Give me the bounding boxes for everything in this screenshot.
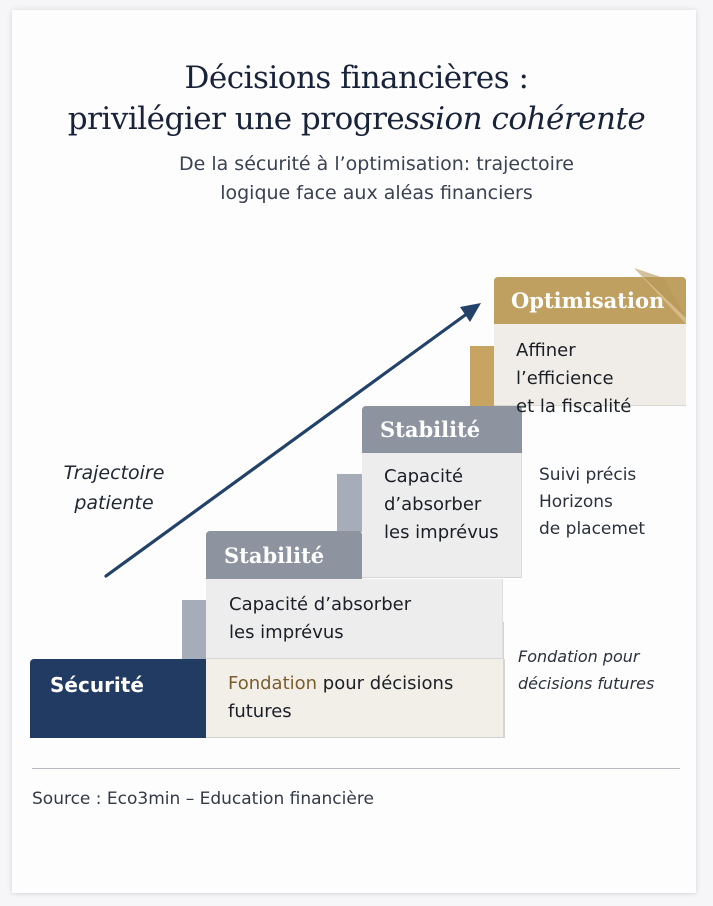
- step-2-title: Stabilité: [224, 542, 325, 568]
- step-3-header: Stabilité: [362, 406, 522, 453]
- step-4-description: Affiner l’efficience et la fiscalité: [494, 324, 686, 417]
- subtitle-line-2: logique face aux aléas financiers: [220, 182, 533, 204]
- step-4-riser: [470, 346, 494, 406]
- footer-divider: [32, 768, 680, 769]
- step-4-description-line-1: Affiner l’efficience: [516, 340, 614, 389]
- step-1-side-divider: [503, 622, 504, 738]
- step-1-accent-word: Fondation: [228, 673, 318, 694]
- title-italic-part: ssion cohérente: [404, 101, 646, 137]
- step-2-description-line-2: les imprévus: [229, 622, 344, 643]
- step-1-side-note: Fondation pour décisions futures: [518, 643, 654, 697]
- step-4-description-line-2: et la fiscalité: [516, 396, 632, 417]
- trajectory-label-line-1: Trajectoire: [63, 462, 165, 484]
- step-3-side-note-line-2: Horizons: [539, 492, 613, 512]
- step-3-side-note: Suivi précis Horizons de placemet: [539, 462, 645, 543]
- step-1-side-note-line-2: décisions futures: [518, 674, 655, 693]
- step-1-header: Sécurité: [30, 659, 206, 738]
- step-2-description-line-1: Capacité d’absorber: [229, 594, 412, 615]
- step-2-header: Stabilité: [206, 531, 362, 579]
- trajectory-label-line-2: patiente: [74, 492, 154, 514]
- trajectory-label: Trajectoire patiente: [44, 458, 184, 518]
- page-title-line-1: Décisions financières :: [184, 60, 530, 96]
- page-title-line-2: privilégier une progression cohérente: [0, 101, 713, 137]
- step-1-description-line-2: futures: [228, 701, 292, 722]
- subtitle-line-1: De la sécurité à l’optimisation: traject…: [178, 153, 574, 175]
- source-credit: Source : Eco3min – Education financière: [32, 789, 374, 809]
- step-1-description: Fondation pour décisions futures: [206, 659, 505, 738]
- step-3-side-note-line-3: de placemet: [539, 519, 646, 539]
- step-1-description-rest: pour décisions: [317, 673, 454, 694]
- step-3-description-line-3: les imprévus: [384, 522, 499, 543]
- step-4-header: Optimisation: [494, 277, 686, 324]
- step-2-description: Capacité d’absorber les imprévus: [206, 579, 503, 659]
- step-2-riser: [182, 600, 206, 660]
- step-3-description-line-2: d’absorber: [384, 494, 482, 515]
- step-3-description: Capacité d’absorber les imprévus: [362, 453, 522, 578]
- step-3-riser: [337, 474, 362, 532]
- step-4-title: Optimisation: [511, 288, 665, 313]
- step-1-title: Sécurité: [50, 672, 144, 697]
- step-3-title: Stabilité: [380, 417, 481, 442]
- step-3-side-note-line-1: Suivi précis: [539, 465, 637, 485]
- step-1-side-note-line-1: Fondation pour: [518, 647, 640, 666]
- step-3-description-line-1: Capacité: [384, 466, 464, 487]
- title-regular-part: privilégier une progre: [67, 101, 405, 137]
- infographic-card: [12, 10, 696, 893]
- folded-corner-icon: [634, 268, 686, 324]
